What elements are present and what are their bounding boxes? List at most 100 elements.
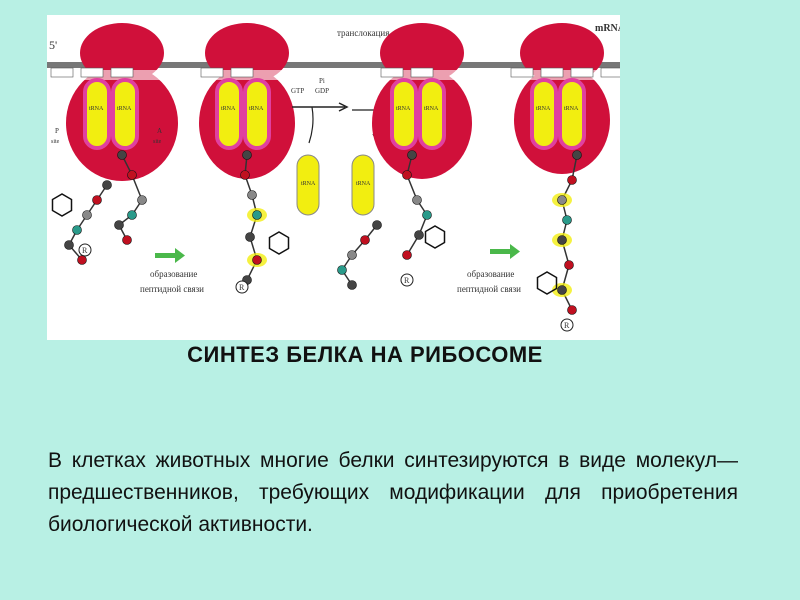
codon-box: [380, 67, 404, 78]
chain-3a-atom: [372, 220, 382, 230]
svg-text:образование: образование: [467, 269, 514, 279]
trna-a-2: [243, 78, 271, 150]
trna-a-1: [111, 78, 139, 150]
translocation-label: транслокация: [337, 28, 389, 38]
svg-text:tRNA: tRNA: [564, 106, 579, 112]
chain-1b-atom: [122, 235, 132, 245]
chain-1a-atom: [82, 210, 92, 220]
chain-3b-atom: [414, 230, 424, 240]
chain-1a-atom: [77, 255, 87, 265]
svg-text:tRNA: tRNA: [221, 106, 236, 112]
svg-text:пептидной связи: пептидной связи: [140, 284, 204, 294]
codon-box: [200, 67, 224, 78]
svg-text:tRNA: tRNA: [536, 106, 551, 112]
svg-text:tRNA: tRNA: [356, 181, 371, 187]
chain-4-atom: [572, 150, 582, 160]
chain-3a-atom: [337, 265, 347, 275]
codon-box: [600, 67, 620, 78]
chain-3b-atom: [412, 195, 422, 205]
chain-3b-atom: [407, 150, 417, 160]
amino-acid-chains: R R R R: [51, 150, 582, 332]
svg-text:GTP: GTP: [291, 87, 304, 95]
chain-1a-atom: [102, 180, 112, 190]
trna-p-3: [390, 78, 418, 150]
svg-text:tRNA: tRNA: [89, 106, 104, 112]
chain-4-atom: [567, 305, 577, 315]
chain-4-atom: [557, 285, 567, 295]
chain-3b-atom: [422, 210, 432, 220]
codon-box: [540, 67, 564, 78]
benzene-ring-4: [536, 271, 558, 295]
codon-boxes: [50, 67, 620, 78]
r-group-circle: [235, 280, 249, 294]
slide-title: СИНТЕЗ БЕЛКА НА РИБОСОМЕ: [187, 342, 543, 367]
chain-3a-atom: [347, 250, 357, 260]
r-group-circle: [560, 318, 574, 332]
ribosome-1: tRNA tRNA P site A site: [51, 23, 190, 181]
chain-3a-atom: [347, 280, 357, 290]
chain-1b-atom: [127, 170, 137, 180]
svg-text:tRNA: tRNA: [117, 106, 132, 112]
chain-4-atom: [557, 235, 567, 245]
svg-text:site: site: [153, 139, 162, 145]
codon-box: [50, 67, 74, 78]
body-paragraph: В клетках животных многие белки синтезир…: [48, 449, 738, 536]
ribosome-2: tRNA tRNA: [199, 23, 295, 179]
protein-synthesis-diagram: 5' mRNA транслокация tRNA tRNA P site A …: [47, 15, 620, 340]
chain-2-atom: [252, 255, 262, 265]
benzene-ring-3: [424, 225, 446, 249]
r-group-label: R: [564, 321, 570, 330]
codon-box: [110, 67, 134, 78]
trna-p-2: [215, 78, 243, 150]
r-group-label: R: [239, 283, 245, 292]
chain-1b-atom: [114, 220, 124, 230]
codon-box: [80, 67, 104, 78]
free-trna-2: [351, 154, 375, 216]
svg-text:Pi: Pi: [319, 77, 325, 85]
site-a-label: A: [157, 127, 162, 135]
svg-text:tRNA: tRNA: [424, 106, 439, 112]
five-prime-label: 5': [49, 38, 57, 52]
mrna-label: mRNA: [595, 23, 620, 34]
svg-text:tRNA: tRNA: [249, 106, 264, 112]
codon-box: [510, 67, 534, 78]
codon-box: [410, 67, 434, 78]
free-trna-1: [296, 154, 320, 216]
chain-1b-atom: [127, 210, 137, 220]
chain-3b-atom: [402, 170, 412, 180]
mrna-strand: [47, 62, 620, 68]
svg-text:образование: образование: [150, 269, 197, 279]
translocation-step: GTP GDP Pi tRNA tRNA: [291, 77, 382, 216]
chain-2-atom: [242, 150, 252, 160]
peptide-bond-arrow-2: образование пептидной связи: [457, 244, 521, 294]
benzene-ring-2: [268, 231, 290, 255]
chain-4-atom: [557, 195, 567, 205]
chain-4-atom: [567, 175, 577, 185]
peptide-bond-arrow-1: образование пептидной связи: [140, 248, 204, 294]
svg-text:GDP: GDP: [315, 87, 329, 95]
chain-1a-atom: [72, 225, 82, 235]
codon-box: [230, 67, 254, 78]
benzene-ring-1: [51, 193, 73, 217]
r-group-label: R: [404, 276, 410, 285]
r-group-label: R: [82, 246, 88, 255]
svg-text:tRNA: tRNA: [396, 106, 411, 112]
chain-1a-atom: [92, 195, 102, 205]
ribosome-diagram-svg: 5' mRNA транслокация tRNA tRNA P site A …: [47, 23, 620, 332]
trna-p-4: [530, 78, 558, 150]
chain-2-atom: [245, 232, 255, 242]
svg-text:tRNA: tRNA: [301, 181, 316, 187]
chain-1a-atom: [64, 240, 74, 250]
chain-4-atom: [562, 215, 572, 225]
chain-1b-atom: [117, 150, 127, 160]
trna-a-3: [418, 78, 446, 150]
chain-3a-atom: [360, 235, 370, 245]
chain-2-atom: [247, 190, 257, 200]
r-group-circle: [78, 243, 92, 257]
site-p-label: P: [55, 127, 59, 135]
trna-a-4: [558, 78, 586, 150]
ribosome-4: tRNA tRNA: [514, 23, 612, 174]
chain-1b-atom: [137, 195, 147, 205]
svg-text:пептидной связи: пептидной связи: [457, 284, 521, 294]
svg-text:site: site: [51, 139, 60, 145]
